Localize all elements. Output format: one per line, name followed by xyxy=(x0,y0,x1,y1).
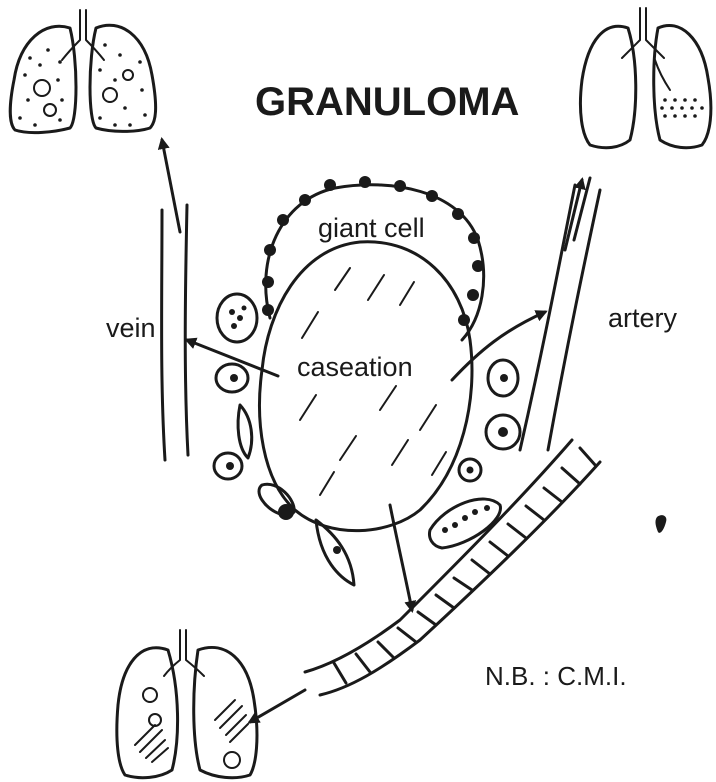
vein-vessel xyxy=(162,140,188,460)
caseation-label: caseation xyxy=(297,352,413,382)
caseation-core: caseation xyxy=(260,242,472,531)
ink-speck xyxy=(655,515,666,533)
surrounding-cells xyxy=(214,294,520,585)
artery-vessel xyxy=(520,178,600,450)
lungs-basal-icon xyxy=(580,8,710,148)
giant-cell-label: giant cell xyxy=(318,213,425,243)
giant-cell: giant cell xyxy=(262,176,484,340)
artery-label: artery xyxy=(608,303,678,333)
vein-label: vein xyxy=(106,313,156,343)
lungs-disseminated-icon xyxy=(10,10,155,133)
lungs-cavitary-icon xyxy=(117,630,257,778)
diagram-title: GRANULOMA xyxy=(255,80,519,124)
note-label: N.B. : C.M.I. xyxy=(485,661,627,691)
